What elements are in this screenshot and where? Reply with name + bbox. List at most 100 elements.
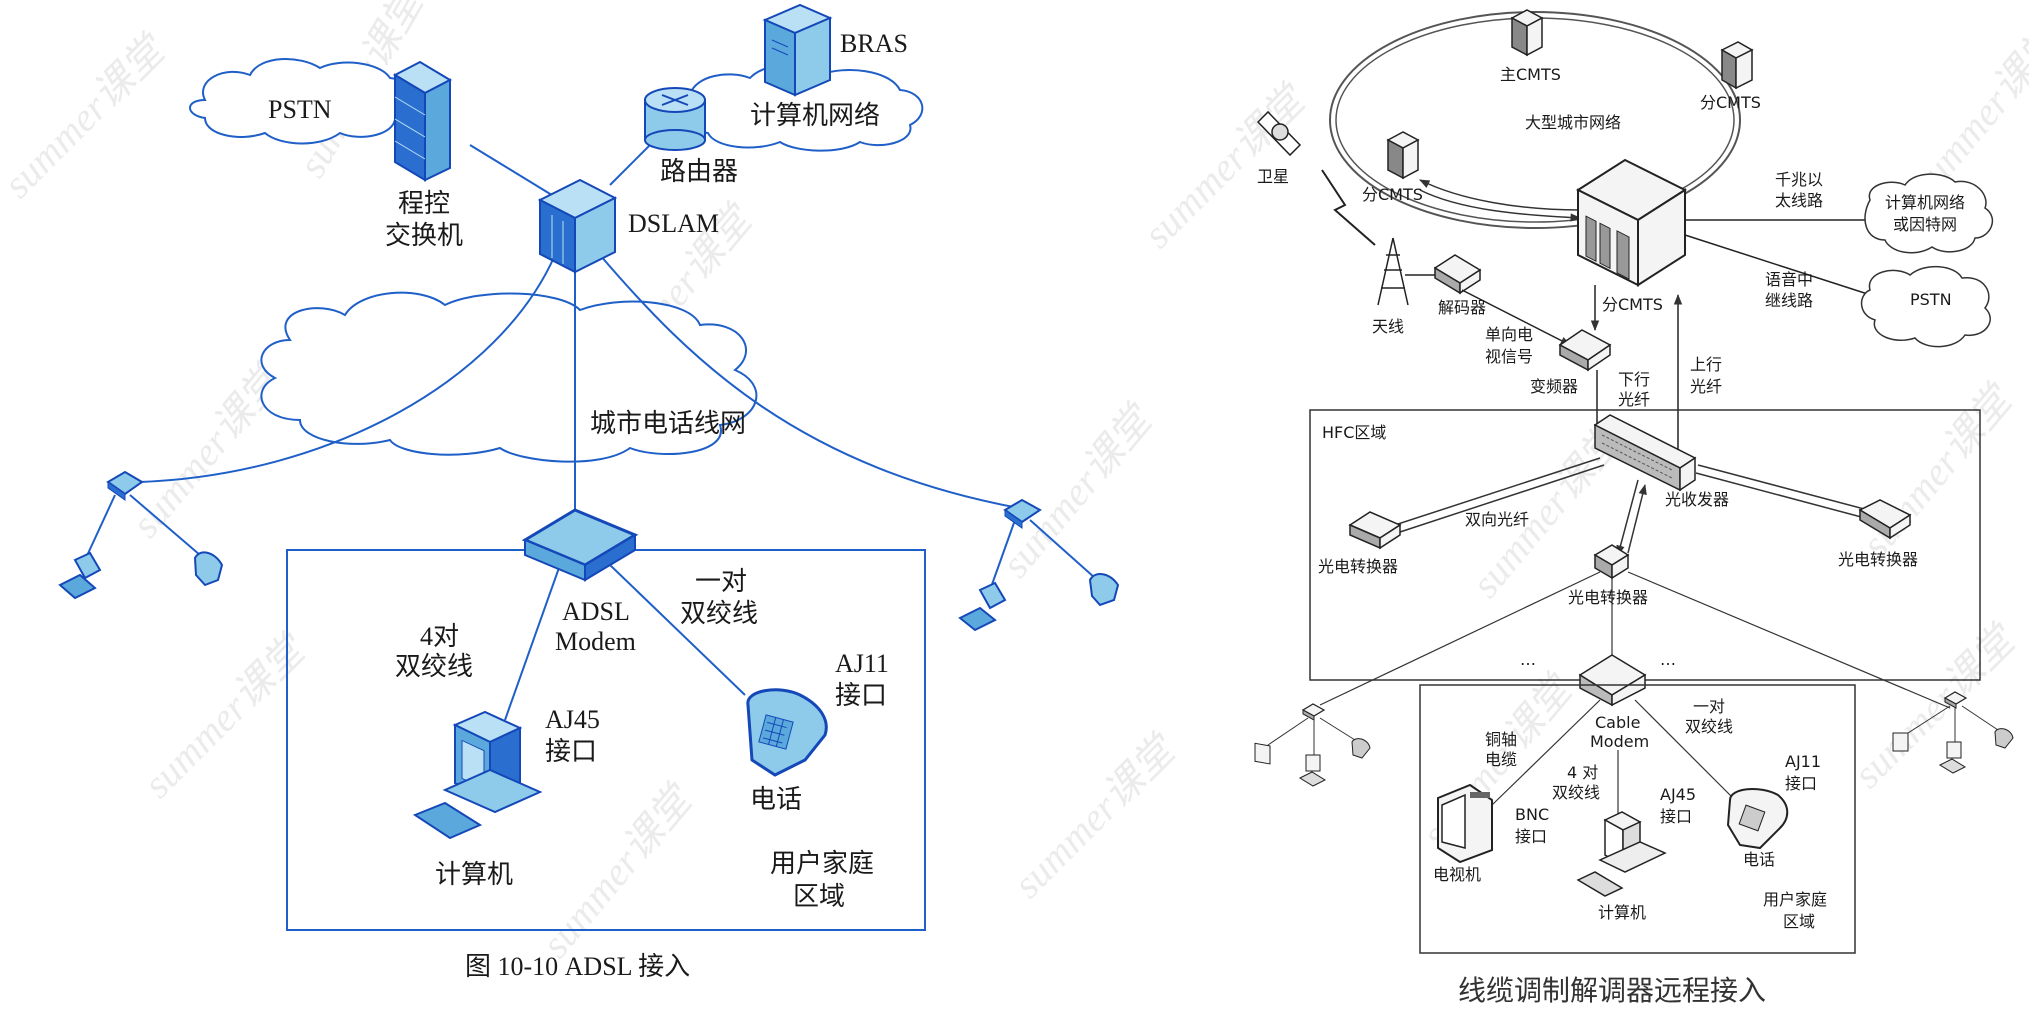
router-icon[interactable] <box>644 87 706 151</box>
bras-label: BRAS <box>840 29 908 58</box>
satellite-icon[interactable] <box>1256 110 1302 157</box>
cable-left-subscriber-hub-icon[interactable] <box>1301 703 1326 721</box>
switch-label-line2: 交换机 <box>385 221 463 250</box>
voice-trunk-label-line1: 语音中 <box>1765 270 1813 289</box>
oe-converter-left-icon[interactable] <box>1348 511 1402 550</box>
cable-computer-label: 计算机 <box>1598 903 1646 922</box>
bras-server-icon[interactable] <box>762 3 833 97</box>
watermark: summer课堂 <box>1845 615 2026 796</box>
fiber-right-a <box>1697 464 1869 511</box>
watermark: summer课堂 <box>532 775 703 966</box>
cable-modem-icon[interactable] <box>1578 654 1647 707</box>
dslam-icon[interactable] <box>537 178 618 274</box>
watermark: summer课堂 <box>992 395 1163 586</box>
aj11-label-line2: 接口 <box>835 681 887 710</box>
four-pair-cable-label-line2: 双绞线 <box>1552 783 1600 802</box>
link-cmts-pstn <box>1684 234 1881 299</box>
four-pair-label-line1: 4对 <box>420 622 459 651</box>
aj11-cable-label-line1: AJ11 <box>1785 752 1821 771</box>
cable-computer-icon[interactable] <box>1576 811 1667 897</box>
oe-converter-center-icon[interactable] <box>1593 544 1630 580</box>
link-left-cmts-center-a <box>1419 179 1581 211</box>
decoder-label: 解码器 <box>1438 298 1486 317</box>
downstream-label-line1: 下行 <box>1618 370 1650 389</box>
right-subscriber-phone-icon[interactable] <box>1088 573 1120 607</box>
adsl-caption: 图 10-10 ADSL 接入 <box>465 952 690 981</box>
one-pair-label-line2: 双绞线 <box>680 599 758 628</box>
antenna-icon[interactable] <box>1377 237 1409 306</box>
watermarks-left: summer课堂 summer课堂 summer课堂 summer课堂 summ… <box>0 0 1186 966</box>
optical-transceiver-icon[interactable] <box>1593 414 1697 492</box>
left-subscriber-phone-icon[interactable] <box>193 551 224 587</box>
right-subscriber-hub-icon[interactable] <box>1003 498 1042 529</box>
four-pair-label-line2: 双绞线 <box>395 652 473 681</box>
sub-cmts-center-label: 分CMTS <box>1602 295 1663 314</box>
one-pair-label-line1: 一对 <box>695 567 747 596</box>
frequency-converter-icon[interactable] <box>1558 329 1612 372</box>
central-cmts-icon[interactable] <box>1575 158 1688 287</box>
frequency-converter-label: 变频器 <box>1530 377 1578 396</box>
watermark: summer课堂 <box>1005 725 1186 906</box>
left-subscriber-hub-icon[interactable] <box>106 470 144 501</box>
downstream-label-line2: 光纤 <box>1618 390 1650 409</box>
aj45-label-line1: AJ45 <box>545 705 600 734</box>
aj45-cable-label-line2: 接口 <box>1660 807 1692 826</box>
antenna-label: 天线 <box>1372 317 1404 336</box>
sub-cmts-right-label: 分CMTS <box>1700 93 1761 112</box>
cable-phone-icon[interactable] <box>1726 788 1789 850</box>
tv-label: 电视机 <box>1433 865 1481 884</box>
oneway-tv-label-line2: 视信号 <box>1485 347 1533 366</box>
sub-cmts-left-icon[interactable] <box>1386 131 1420 180</box>
main-cmts-icon[interactable] <box>1510 9 1544 57</box>
internet-label-line2: 或因特网 <box>1893 215 1957 234</box>
computer-icon[interactable] <box>412 710 543 840</box>
cable-left-phone-icon[interactable] <box>1351 738 1371 759</box>
phone-label: 电话 <box>750 785 802 814</box>
link-right-hub-phone <box>1961 705 1999 731</box>
left-subscriber-pc-icon[interactable] <box>58 551 102 600</box>
link-left-hub-phone <box>1319 717 1356 741</box>
link-left-hub-tv <box>1267 717 1309 746</box>
cable-modem-label-line1: Cable <box>1595 713 1640 732</box>
upstream-label-line2: 光纤 <box>1690 377 1722 396</box>
fiber-center-up <box>1627 483 1647 554</box>
link-oe-left-subscriber <box>1319 571 1601 706</box>
link-dslam-left-subscriber <box>139 254 556 483</box>
four-pair-cable-label-line1: 4 对 <box>1567 763 1598 782</box>
voice-trunk-label-line2: 继线路 <box>1765 291 1813 310</box>
phone-icon[interactable] <box>746 688 828 777</box>
adsl-modem-icon[interactable] <box>521 508 639 582</box>
ellipsis-left: … <box>1520 650 1536 669</box>
oe-converter-right-icon[interactable] <box>1858 499 1912 540</box>
cable-right-pc-icon[interactable] <box>1938 741 1967 774</box>
tv-icon[interactable] <box>1437 783 1493 864</box>
cable-right-tv-icon[interactable] <box>1892 732 1909 752</box>
sub-cmts-left-label: 分CMTS <box>1362 185 1423 204</box>
right-subscriber-pc-icon[interactable] <box>958 581 1007 632</box>
link-left-hub-pc <box>84 494 116 561</box>
fiber-right-b <box>1695 472 1866 519</box>
cable-right-phone-icon[interactable] <box>1994 728 2014 749</box>
sub-cmts-right-icon[interactable] <box>1720 41 1754 90</box>
oe-converter-left-label: 光电转换器 <box>1318 557 1398 576</box>
internet-cloud: 计算机网络 或因特网 <box>1864 173 1994 254</box>
fiber-left-a <box>1394 457 1601 526</box>
watermark: summer课堂 <box>1852 375 2023 566</box>
cable-home-area-box <box>1419 684 1856 954</box>
cable-phone-label: 电话 <box>1743 850 1775 869</box>
fiber-center-down <box>1616 479 1639 557</box>
home-area-label-line2: 区域 <box>793 882 845 911</box>
link-modem-phone <box>1634 699 1736 801</box>
home-area-label-line1: 用户家庭 <box>770 849 874 878</box>
cable-left-pc-icon[interactable] <box>1298 754 1327 787</box>
decoder-icon[interactable] <box>1433 254 1482 295</box>
cable-home-area-label-line1: 用户家庭 <box>1763 890 1827 909</box>
router-label: 路由器 <box>660 157 738 186</box>
cable-right-subscriber-hub-icon[interactable] <box>1943 691 1968 709</box>
one-pair-cable-label-line2: 双绞线 <box>1685 717 1733 736</box>
cable-left-tv-icon[interactable] <box>1254 742 1271 765</box>
switch-rack-icon[interactable] <box>392 60 453 182</box>
aj45-cable-label-line1: AJ45 <box>1660 785 1696 804</box>
computer-label: 计算机 <box>435 860 513 889</box>
modem-label-line1: ADSL <box>562 597 630 626</box>
